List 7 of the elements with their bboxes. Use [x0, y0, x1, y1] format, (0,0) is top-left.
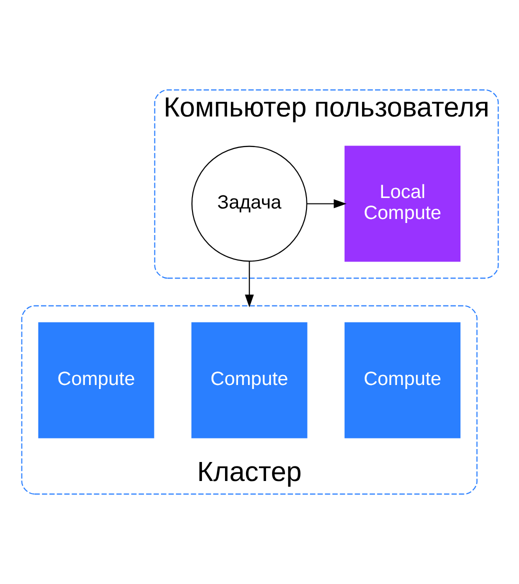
node-box: Local Compute	[344, 146, 460, 262]
node-box: Compute	[190, 322, 307, 438]
node-box: Compute	[38, 322, 154, 438]
node-box: Compute	[344, 322, 460, 438]
arrow	[244, 261, 254, 308]
node-circle: Задача	[190, 146, 307, 262]
arrow	[306, 199, 346, 208]
